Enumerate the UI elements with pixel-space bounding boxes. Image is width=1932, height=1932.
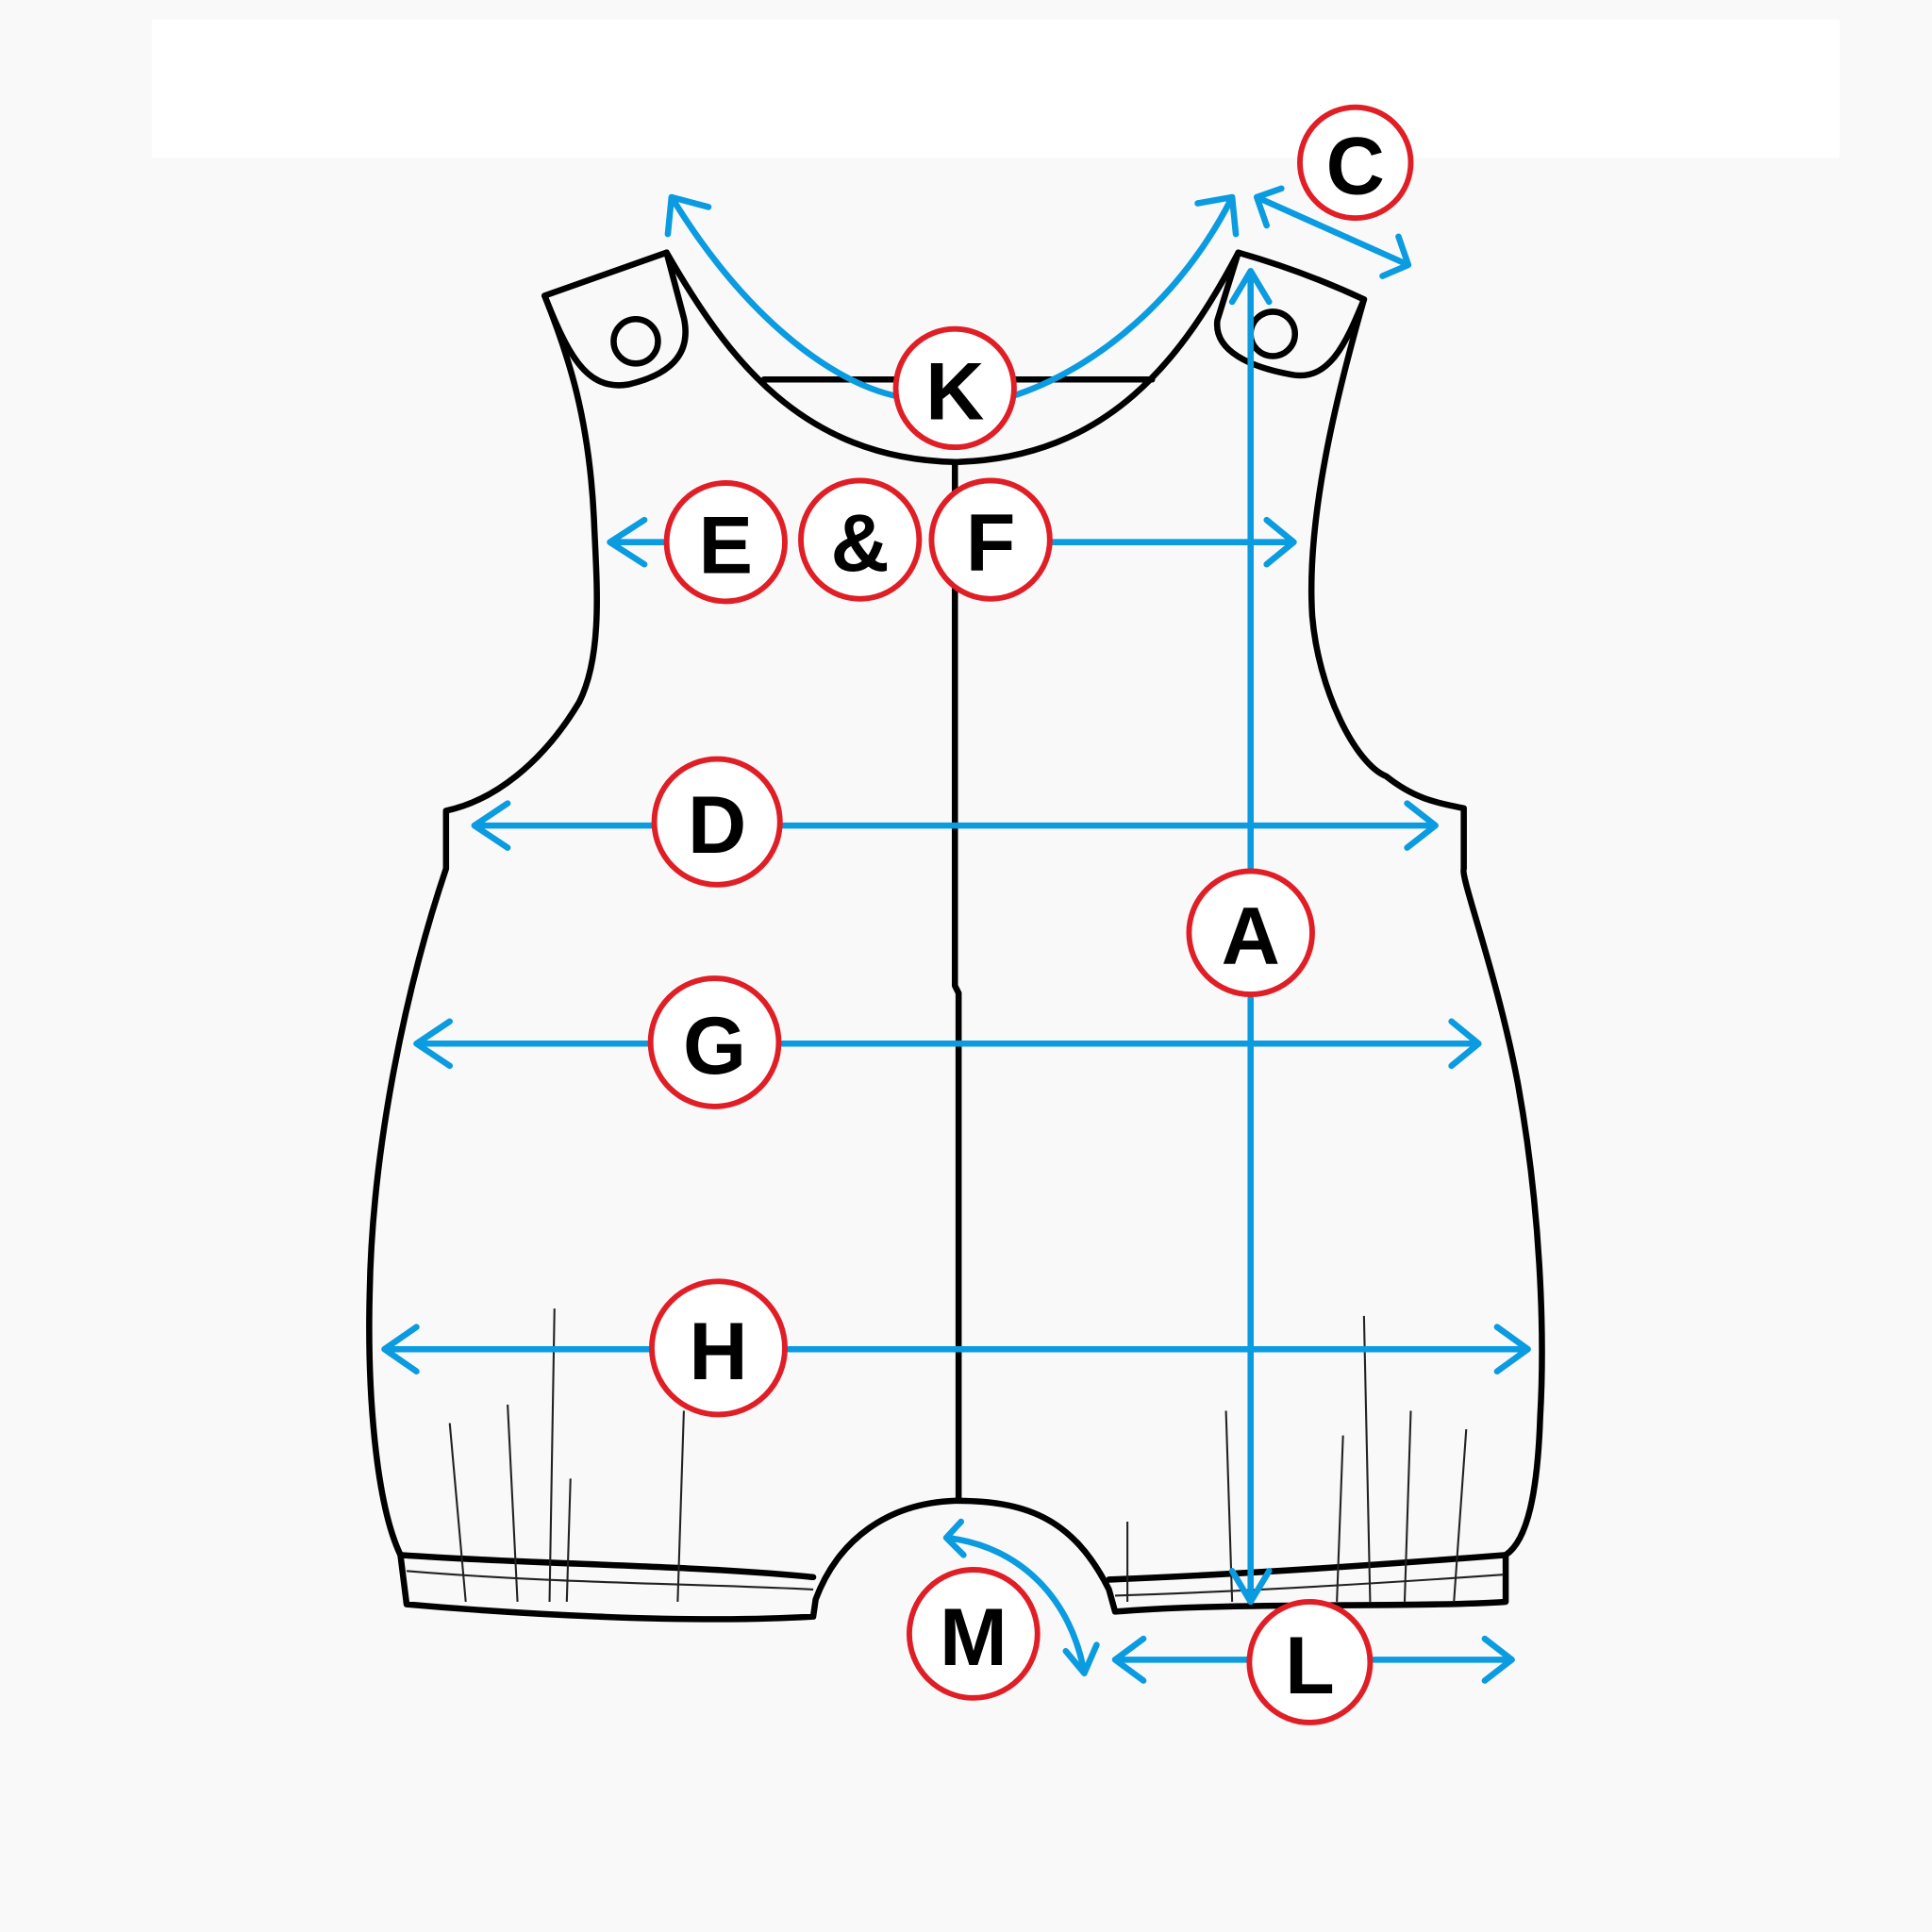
label-c: C: [1297, 104, 1414, 222]
svg-text:G: G: [683, 1001, 746, 1091]
svg-text:C: C: [1326, 121, 1385, 211]
arrow-h: [381, 1324, 1531, 1374]
svg-text:K: K: [925, 346, 984, 437]
left-strap-button-icon: [610, 316, 661, 367]
svg-text:D: D: [688, 780, 746, 871]
svg-text:E: E: [699, 501, 754, 591]
label-h: H: [648, 1278, 788, 1418]
arrow-ef: [607, 516, 1297, 568]
arrow-a: [1228, 268, 1273, 1606]
svg-text:A: A: [1222, 891, 1280, 982]
svg-text:M: M: [940, 1592, 1008, 1683]
arrow-m: [942, 1518, 1100, 1676]
label-d: D: [651, 756, 783, 888]
arrow-l: [1111, 1635, 1515, 1684]
label-m: M: [906, 1567, 1041, 1701]
label-k: K: [892, 325, 1017, 451]
svg-text:&: &: [831, 498, 890, 589]
label-g: G: [647, 975, 782, 1109]
label-l: L: [1246, 1599, 1374, 1725]
svg-text:L: L: [1285, 1621, 1335, 1711]
arrow-g: [413, 1018, 1482, 1070]
svg-text:F: F: [966, 498, 1016, 589]
arrow-k: [664, 193, 1240, 400]
label-ampersand: &: [798, 477, 923, 602]
arrow-d: [471, 800, 1439, 851]
svg-text:H: H: [689, 1307, 747, 1397]
label-a: A: [1186, 868, 1315, 997]
label-f: F: [928, 477, 1053, 602]
arrow-c: [1253, 185, 1412, 279]
measurement-arrows: [381, 185, 1531, 1684]
label-e: E: [663, 480, 788, 605]
romper-outline: [366, 249, 1545, 1623]
